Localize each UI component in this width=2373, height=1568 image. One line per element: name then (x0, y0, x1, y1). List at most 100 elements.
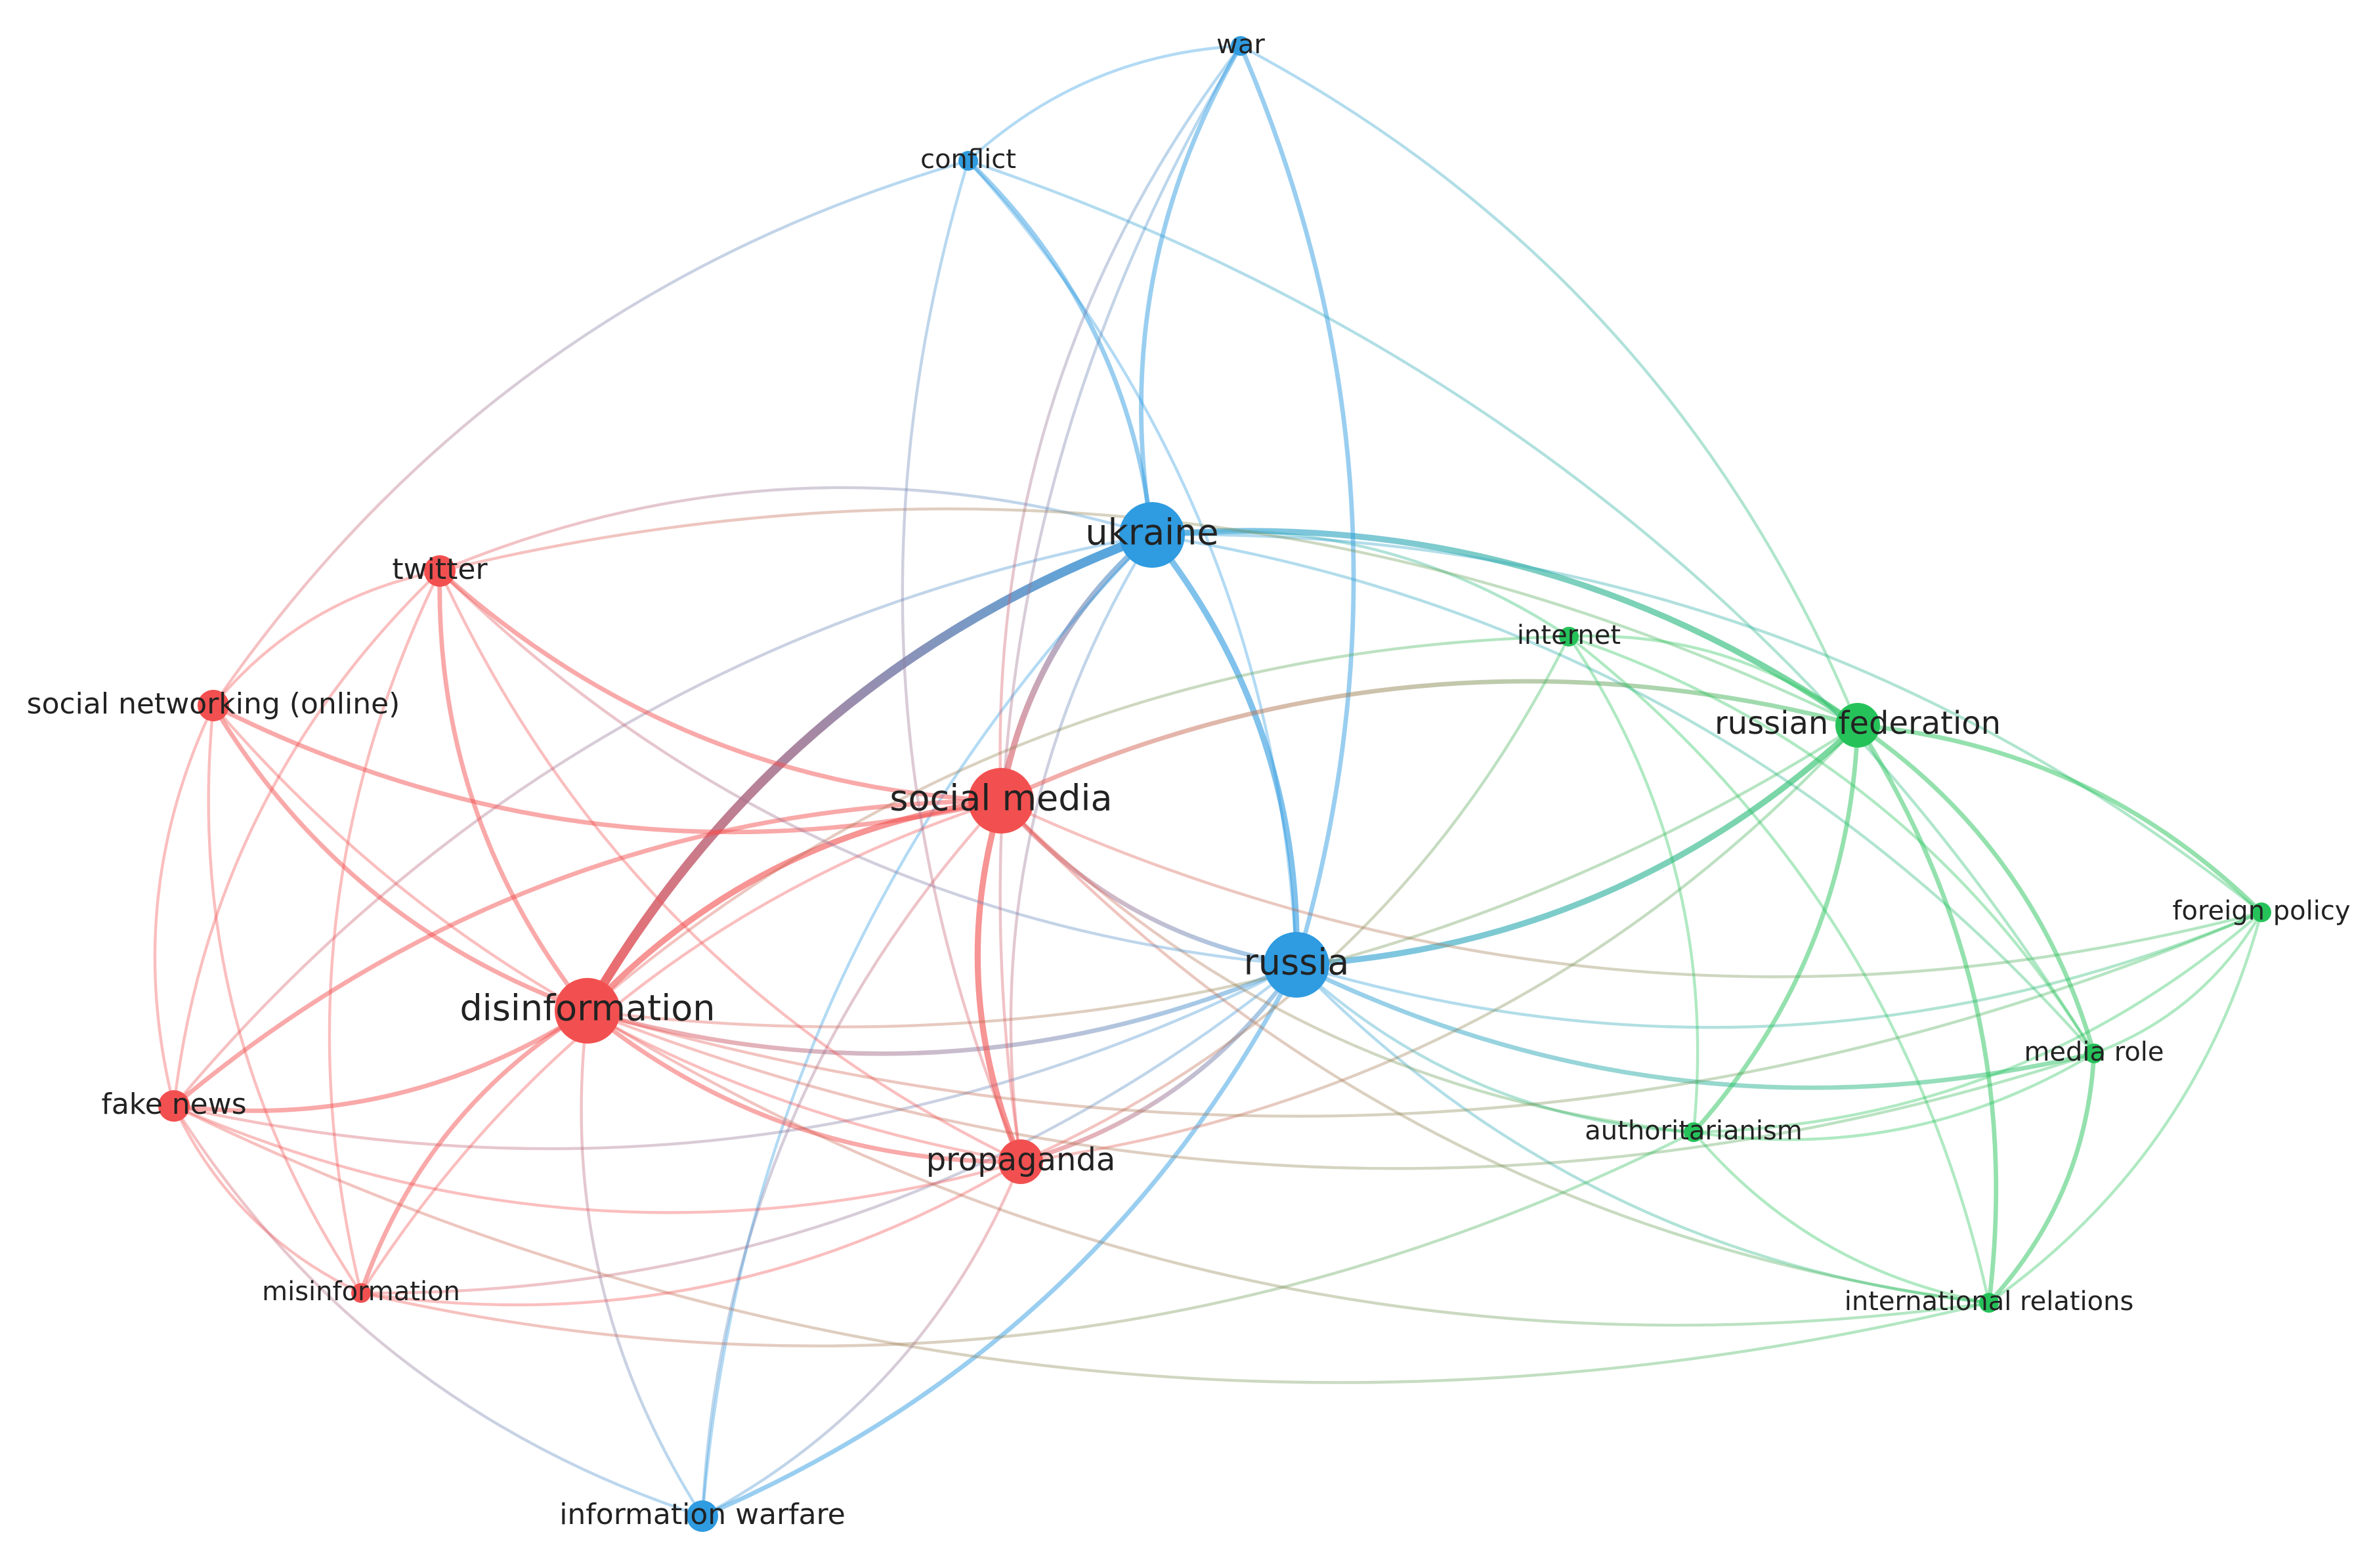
edge-social-media-fake-news (171, 798, 1004, 1109)
edge-internet-authoritarianism (1567, 635, 1700, 1134)
edge-twitter-fake-news (172, 569, 442, 1108)
edge-war-conflict (966, 44, 1243, 163)
edge-ukraine-twitter (438, 486, 1154, 573)
node-disinformation[interactable] (555, 978, 620, 1044)
edge-international-relations-disinformation (586, 1009, 1991, 1327)
edge-disinformation-internet (586, 635, 1571, 1013)
node-fake-news[interactable] (158, 1090, 190, 1122)
label-conflict: conflict (920, 144, 1016, 175)
edge-fake-news-information-warfare (172, 1104, 704, 1518)
edge-social-networking-conflict (211, 159, 970, 708)
label-misinformation: misinformation (262, 1277, 460, 1307)
edge-russia-information-warfare (700, 962, 1299, 1519)
edge-war-russian-federation (1239, 44, 1860, 727)
label-disinformation: disinformation (460, 988, 715, 1029)
edge-russia-fake-news (172, 963, 1298, 1151)
edge-disinformation-fake-news (171, 1008, 590, 1113)
edge-ukraine-propaganda (1009, 533, 1154, 1164)
edge-social-networking-fake-news (153, 704, 215, 1108)
label-social-media: social media (889, 778, 1112, 819)
edge-ukraine-social-media (998, 532, 1155, 804)
edge-social-media-russian-federation (998, 679, 1860, 803)
edge-russia-authoritarianism (1294, 963, 1696, 1134)
edge-disinformation-propaganda (585, 1008, 1023, 1164)
label-russia: russia (1244, 942, 1350, 983)
edge-ukraine-internet (1150, 529, 1571, 639)
label-propaganda: propaganda (926, 1141, 1116, 1178)
label-information-warfare: information warfare (559, 1498, 845, 1531)
edge-internet-media-role (1567, 635, 2096, 1055)
edge-fake-news-international-relations (172, 1104, 1991, 1384)
edge-russian-federation-international-relations (1855, 723, 1999, 1305)
edge-foreign-policy-authoritarianism (1692, 910, 2263, 1134)
edge-social-media-propaganda (974, 797, 1024, 1165)
node-foreign-policy[interactable] (2252, 902, 2271, 922)
label-social-networking: social networking (online) (27, 687, 400, 721)
label-twitter: twitter (392, 553, 488, 586)
edge-propaganda-information-warfare (700, 1160, 1023, 1518)
edge-russian-federation-authoritarianism (1691, 723, 1860, 1135)
edge-ukraine-russia (1149, 532, 1300, 968)
edge-war-propaganda (998, 44, 1243, 1164)
edge-twitter-russia (438, 569, 1298, 967)
node-misinformation[interactable] (351, 1283, 371, 1303)
edge-disinformation-media-role (586, 1009, 2096, 1170)
node-social-networking[interactable] (198, 690, 229, 721)
edge-disinformation-information-warfare (580, 1009, 704, 1518)
node-layer (158, 36, 2271, 1532)
edge-layer (153, 43, 2264, 1519)
label-media-role: media role (2024, 1037, 2164, 1067)
node-russian-federation[interactable] (1835, 703, 1880, 748)
node-social-media[interactable] (968, 768, 1034, 834)
edge-social-networking-misinformation (207, 704, 363, 1295)
edge-russia-foreign-policy (1294, 910, 2263, 1029)
edge-disinformation-russian-federation (586, 723, 1860, 1028)
node-authoritarianism[interactable] (1684, 1122, 1703, 1142)
edge-social-media-misinformation (359, 799, 1003, 1295)
edge-media-role-authoritarianism (1692, 1051, 2096, 1141)
label-russian-federation: russian federation (1715, 705, 2001, 742)
node-conflict[interactable] (958, 151, 978, 171)
edge-ukraine-media-role (1150, 533, 2096, 1055)
edge-authoritarianism-international-relations (1692, 1130, 1991, 1305)
node-war[interactable] (1231, 36, 1251, 56)
edge-social-media-international-relations (999, 799, 1991, 1305)
edge-misinformation-propaganda (359, 1160, 1023, 1307)
node-media-role[interactable] (2084, 1044, 2104, 1063)
edge-disinformation-twitter (437, 568, 590, 1013)
edge-foreign-policy-disinformation (586, 910, 2263, 1118)
edge-twitter-misinformation (328, 569, 442, 1295)
label-internet: internet (1517, 620, 1621, 650)
node-information-warfare[interactable] (687, 1500, 718, 1532)
edge-internet-russian-federation (1567, 634, 1860, 727)
node-russia[interactable] (1264, 932, 1329, 998)
edge-twitter-social-networking (211, 569, 442, 708)
edge-russia-russian-federation (1293, 722, 1861, 968)
edge-foreign-policy-media-role (2092, 910, 2263, 1055)
node-international-relations[interactable] (1979, 1293, 1999, 1313)
node-ukraine[interactable] (1119, 502, 1185, 568)
edge-disinformation-social-networking (211, 703, 590, 1013)
edge-russia-media-role (1294, 962, 2097, 1090)
label-authoritarianism: authoritarianism (1585, 1116, 1802, 1146)
edge-ukraine-fake-news (172, 533, 1154, 1108)
edge-fake-news-misinformation (172, 1104, 363, 1295)
edge-internet-international-relations (1567, 635, 1991, 1305)
edge-ukraine-conflict (966, 158, 1155, 538)
label-fake-news: fake news (101, 1088, 246, 1121)
node-propaganda[interactable] (998, 1139, 1043, 1184)
edge-russia-conflict (966, 159, 1298, 967)
edge-russia-war (1238, 43, 1356, 967)
node-twitter[interactable] (424, 555, 456, 587)
node-internet[interactable] (1559, 627, 1579, 646)
edge-social-media-information-warfare (700, 799, 1003, 1518)
edge-russia-disinformation (585, 962, 1299, 1056)
edge-social-media-twitter (437, 568, 1004, 803)
label-international-relations: international relations (1845, 1286, 2134, 1317)
label-foreign-policy: foreign policy (2172, 896, 2350, 926)
edge-social-media-war (998, 44, 1243, 803)
edge-ukraine-disinformation (583, 530, 1157, 1015)
edge-authoritarianism-misinformation (359, 1130, 1696, 1347)
label-ukraine: ukraine (1085, 512, 1218, 553)
